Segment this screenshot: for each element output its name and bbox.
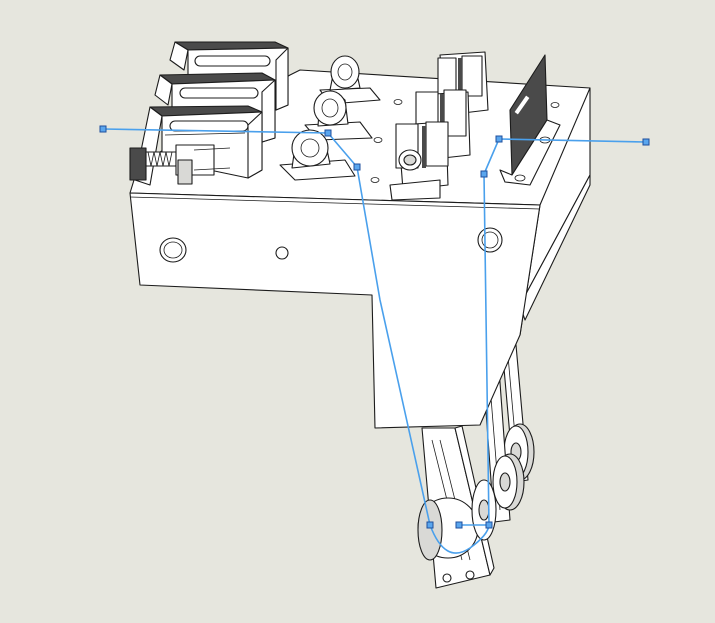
selection-handle[interactable] (642, 138, 650, 146)
selection-handle[interactable] (480, 170, 488, 178)
spring-latch[interactable] (129, 144, 231, 185)
adjuster-bolt[interactable] (398, 149, 422, 171)
angle-bracket[interactable] (499, 54, 561, 186)
selection-handle[interactable] (495, 135, 503, 143)
selection-handles (99, 125, 650, 529)
selection-handle[interactable] (353, 163, 361, 171)
selection-handle[interactable] (455, 521, 463, 529)
pulley-arm-1[interactable] (417, 425, 497, 589)
selection-handle[interactable] (426, 521, 434, 529)
selection-handle[interactable] (324, 129, 332, 137)
selection-handle[interactable] (485, 521, 493, 529)
pillow-block-roller-3[interactable] (279, 129, 356, 181)
tensioner-bracket-3[interactable] (389, 121, 449, 201)
selection-handle[interactable] (99, 125, 107, 133)
